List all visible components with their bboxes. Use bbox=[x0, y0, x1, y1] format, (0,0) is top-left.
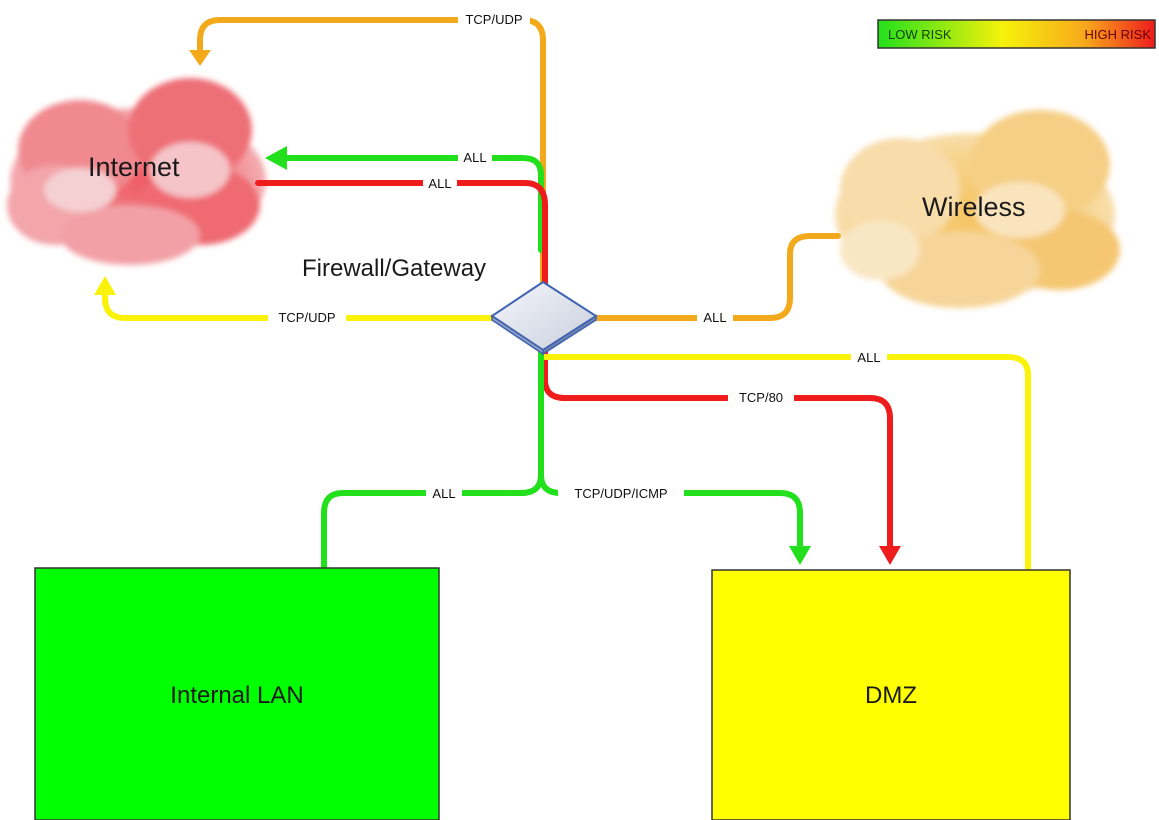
label-all-red: ALL bbox=[428, 176, 451, 191]
internet-cloud[interactable]: Internet bbox=[7, 78, 266, 265]
line-lan-dmz-green bbox=[538, 472, 803, 551]
arrow-red-dmz bbox=[879, 546, 901, 565]
arrow-orange-internet bbox=[189, 50, 211, 66]
internet-cloud-shape bbox=[7, 78, 266, 265]
internet-label: Internet bbox=[88, 152, 180, 182]
lan-box bbox=[34, 567, 440, 820]
firewall-icon bbox=[490, 280, 598, 356]
firewall-label: Firewall/Gateway bbox=[302, 255, 486, 282]
arrow-yellow-internet bbox=[94, 276, 116, 295]
label-tcpudp-yellow: TCP/UDP bbox=[278, 310, 335, 325]
risk-gradient-bar bbox=[877, 19, 1156, 49]
label-all-green: ALL bbox=[463, 150, 486, 165]
line-fw-down-green bbox=[321, 342, 544, 571]
arrowheads bbox=[94, 50, 901, 565]
line-fw-wireless bbox=[587, 233, 841, 321]
arrow-green-internet bbox=[265, 146, 287, 170]
risk-legend: LOW RISK HIGH RISK bbox=[877, 19, 1156, 49]
legend-low-label: LOW RISK bbox=[888, 27, 952, 42]
label-tcpudp-top: TCP/UDP bbox=[465, 12, 522, 27]
dmz-label: DMZ bbox=[865, 682, 917, 709]
connections bbox=[102, 17, 1031, 571]
wireless-cloud-shape bbox=[835, 110, 1120, 308]
arrow-green-dmz bbox=[789, 546, 811, 565]
internal-lan-zone[interactable]: Internal LAN bbox=[34, 567, 440, 820]
line-fw-internet-tcpudp-top bbox=[197, 17, 546, 303]
wireless-cloud[interactable]: Wireless bbox=[835, 110, 1120, 308]
dmz-box bbox=[711, 569, 1071, 820]
label-dmz-all: ALL bbox=[857, 350, 880, 365]
line-fw-internet-all-green bbox=[282, 155, 544, 253]
label-wireless-all: ALL bbox=[703, 310, 726, 325]
line-fw-internet-tcpudp-yellow bbox=[102, 290, 498, 321]
label-tcpudpicmp: TCP/UDP/ICMP bbox=[574, 486, 667, 501]
connection-labels: TCP/UDP ALL ALL TCP/UDP ALL ALL TCP/80 A… bbox=[268, 10, 887, 502]
dmz-zone[interactable]: DMZ bbox=[711, 569, 1071, 820]
wireless-label: Wireless bbox=[922, 192, 1026, 222]
line-internet-dmz-red bbox=[255, 180, 893, 551]
line-dmz-fw-all bbox=[542, 354, 1031, 571]
lan-label: Internal LAN bbox=[170, 682, 303, 709]
legend-high-label: HIGH RISK bbox=[1085, 27, 1152, 42]
firewall-gateway[interactable]: Firewall/Gateway bbox=[302, 255, 598, 356]
label-tcp80: TCP/80 bbox=[739, 390, 783, 405]
label-lan-all: ALL bbox=[432, 486, 455, 501]
